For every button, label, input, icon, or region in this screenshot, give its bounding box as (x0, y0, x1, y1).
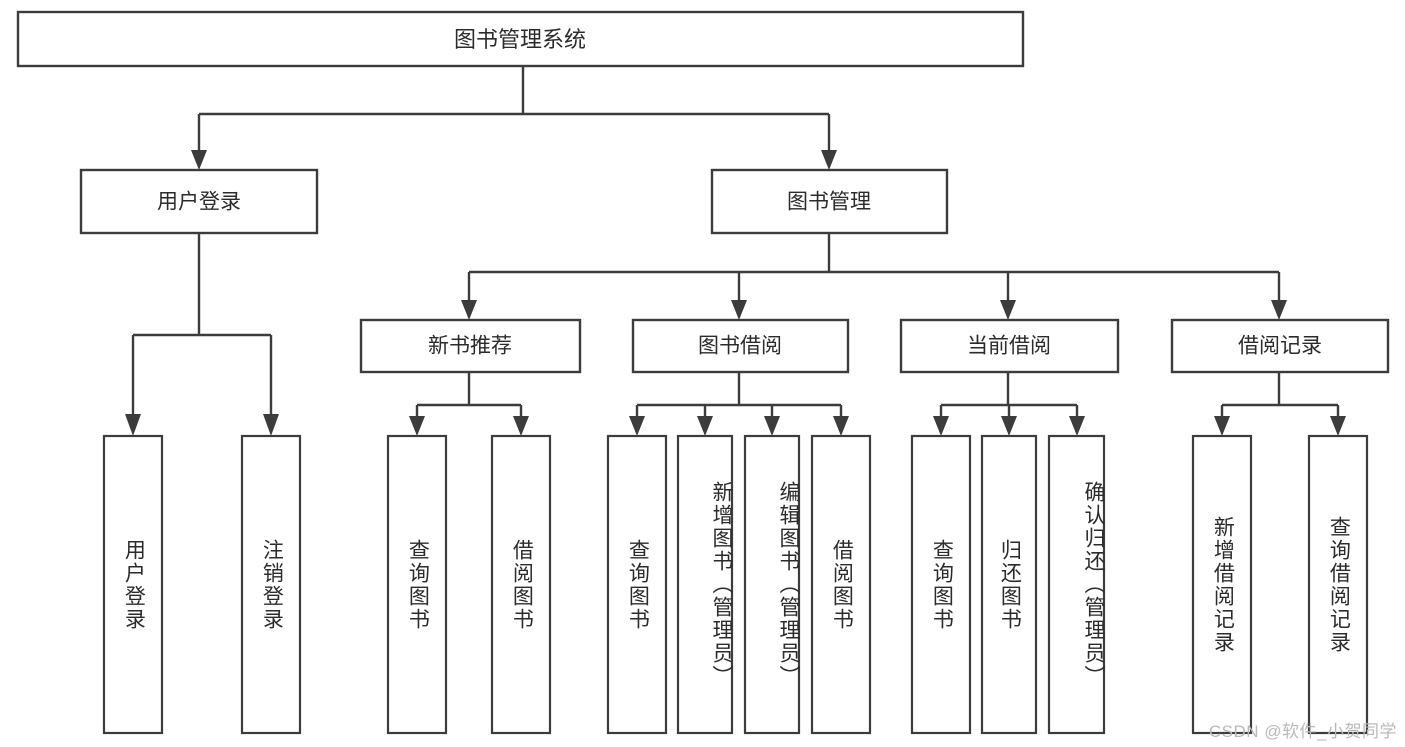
node-book-manage[interactable] (710, 168, 949, 235)
node-leaf-logout-login[interactable] (240, 434, 302, 735)
node-leaf-confirm-return[interactable] (1047, 434, 1106, 735)
node-leaf-query-book-3[interactable] (910, 434, 972, 735)
node-borrow-record[interactable] (1170, 318, 1390, 374)
connector-layer (125, 66, 1346, 436)
arrow-to-borrow-record (1271, 300, 1287, 320)
arrow-to-leaf-logout-login (263, 414, 279, 436)
node-leaf-borrow-book-1[interactable] (490, 434, 552, 735)
arrow-to-leaf-add-record (1214, 416, 1230, 436)
arrow-to-leaf-borrow-book-1 (513, 416, 529, 436)
node-leaf-user-login[interactable] (102, 434, 164, 735)
arrow-to-leaf-user-login (125, 414, 141, 436)
node-new-book-recommend-label: 新书推荐 (428, 335, 512, 358)
arrow-to-leaf-query-book-3 (933, 416, 949, 436)
node-leaf-query-book-2[interactable] (606, 434, 668, 735)
node-book-borrow-label: 图书借阅 (698, 335, 782, 358)
node-new-book-recommend[interactable] (359, 318, 582, 374)
node-leaf-borrow-book-2[interactable] (810, 434, 872, 735)
arrow-to-leaf-edit-book (764, 416, 780, 436)
arrow-to-leaf-return-book (1001, 416, 1017, 436)
arrow-to-new-book-recommend (461, 300, 477, 320)
arrow-to-leaf-add-book (697, 416, 713, 436)
node-leaf-edit-book[interactable] (743, 434, 801, 735)
node-leaf-add-book[interactable] (676, 434, 734, 735)
arrow-to-current-borrow (1000, 300, 1016, 320)
arrow-to-leaf-borrow-book-2 (833, 416, 849, 436)
node-leaf-query-book-1[interactable] (386, 434, 448, 735)
node-user-login-label: 用户登录 (157, 191, 241, 214)
node-root-label: 图书管理系统 (454, 27, 586, 52)
node-user-login[interactable] (79, 168, 319, 235)
node-borrow-record-label: 借阅记录 (1238, 335, 1322, 358)
node-book-manage-label: 图书管理 (787, 191, 871, 214)
node-leaf-return-book[interactable] (980, 434, 1038, 735)
node-current-borrow[interactable] (899, 318, 1120, 374)
arrow-to-leaf-query-book-2 (629, 416, 645, 436)
arrow-to-leaf-query-book-1 (409, 416, 425, 436)
node-root[interactable] (16, 10, 1025, 68)
arrow-to-book-borrow (731, 300, 747, 320)
arrow-to-book-manage (821, 150, 837, 170)
arrow-to-leaf-confirm-return (1069, 416, 1085, 436)
arrow-to-leaf-query-record (1330, 416, 1346, 436)
node-leaf-query-record[interactable] (1307, 434, 1369, 735)
arrow-to-user-login (191, 150, 207, 170)
node-layer: 图书管理系统 用户登录 图书管理 新书推荐 图书借阅 当前借阅 借阅记录 (16, 10, 1390, 735)
node-book-borrow[interactable] (631, 318, 850, 374)
node-leaf-add-record[interactable] (1191, 434, 1253, 735)
node-current-borrow-label: 当前借阅 (967, 335, 1051, 358)
